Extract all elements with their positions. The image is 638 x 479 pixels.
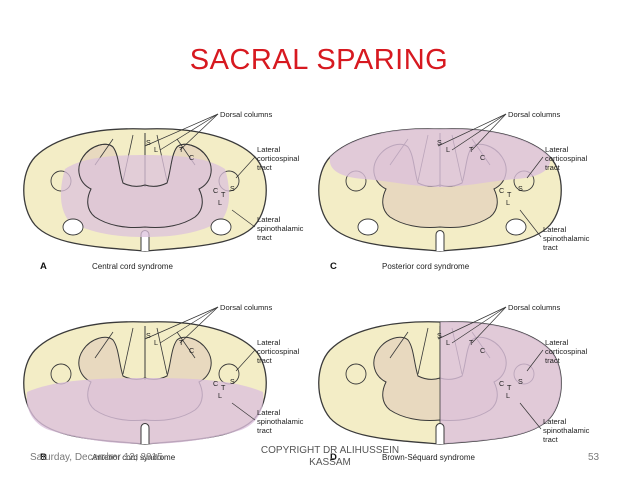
svg-text:L: L bbox=[218, 198, 222, 207]
svg-text:T: T bbox=[469, 338, 474, 347]
panel-c-labels: Dorsal columns S L T C Lateral corticosp… bbox=[330, 110, 590, 272]
svg-text:tract: tract bbox=[545, 163, 561, 172]
svg-text:spinothalamic: spinothalamic bbox=[543, 426, 590, 435]
svg-text:L: L bbox=[446, 145, 450, 154]
svg-text:L: L bbox=[506, 391, 510, 400]
svg-text:corticospinal: corticospinal bbox=[545, 347, 588, 356]
panel-d bbox=[318, 321, 562, 445]
svg-text:spinothalamic: spinothalamic bbox=[543, 234, 590, 243]
svg-text:T: T bbox=[507, 190, 512, 199]
svg-text:C: C bbox=[480, 346, 485, 355]
svg-text:tract: tract bbox=[545, 356, 561, 365]
svg-text:C: C bbox=[480, 153, 485, 162]
svg-text:Lateral: Lateral bbox=[257, 145, 281, 154]
svg-text:T: T bbox=[179, 338, 184, 347]
panel-a-labels: Dorsal columns S L T C Lateral corticosp… bbox=[40, 110, 304, 272]
svg-text:S: S bbox=[146, 138, 151, 147]
footer-copyright: COPYRIGHT DR ALIHUSSEIN KASSAM bbox=[260, 445, 400, 468]
svg-text:T: T bbox=[221, 190, 226, 199]
svg-text:corticospinal: corticospinal bbox=[545, 154, 588, 163]
footer-date: Saturday, December 12, 2015 bbox=[30, 452, 163, 463]
svg-text:B: B bbox=[40, 452, 47, 463]
svg-text:S: S bbox=[437, 138, 442, 147]
panel-b-labels: Dorsal columns S L T C Lateral corticosp… bbox=[40, 303, 304, 463]
svg-text:C: C bbox=[189, 153, 194, 162]
svg-text:Lateral: Lateral bbox=[543, 417, 567, 426]
svg-text:L: L bbox=[446, 338, 450, 347]
svg-text:Central cord syndrome: Central cord syndrome bbox=[92, 262, 173, 271]
svg-text:tract: tract bbox=[257, 163, 273, 172]
svg-text:S: S bbox=[518, 377, 523, 386]
svg-text:Anterior cord syndrome: Anterior cord syndrome bbox=[92, 453, 176, 462]
svg-text:S: S bbox=[146, 331, 151, 340]
svg-text:Lateral: Lateral bbox=[545, 145, 569, 154]
page-number: 53 bbox=[588, 452, 600, 463]
svg-text:A: A bbox=[40, 261, 47, 272]
svg-text:S: S bbox=[437, 331, 442, 340]
svg-text:tract: tract bbox=[257, 233, 273, 242]
svg-text:tract: tract bbox=[543, 243, 559, 252]
panel-a bbox=[23, 128, 267, 252]
svg-text:C: C bbox=[213, 379, 218, 388]
svg-text:tract: tract bbox=[257, 356, 273, 365]
svg-text:Brown-Séquard syndrome: Brown-Séquard syndrome bbox=[382, 453, 475, 462]
svg-text:corticospinal: corticospinal bbox=[257, 154, 300, 163]
svg-text:Dorsal columns: Dorsal columns bbox=[220, 110, 273, 119]
svg-text:L: L bbox=[506, 198, 510, 207]
svg-text:Lateral: Lateral bbox=[543, 225, 567, 234]
svg-text:Posterior cord syndrome: Posterior cord syndrome bbox=[382, 262, 470, 271]
panel-b bbox=[23, 321, 267, 445]
svg-text:C: C bbox=[499, 379, 504, 388]
svg-text:corticospinal: corticospinal bbox=[257, 347, 300, 356]
svg-text:Lateral: Lateral bbox=[257, 215, 281, 224]
svg-text:Lateral: Lateral bbox=[545, 338, 569, 347]
svg-text:C: C bbox=[213, 186, 218, 195]
svg-text:Lateral: Lateral bbox=[257, 338, 281, 347]
svg-text:T: T bbox=[507, 383, 512, 392]
svg-text:Dorsal columns: Dorsal columns bbox=[508, 110, 561, 119]
svg-text:C: C bbox=[330, 261, 337, 272]
svg-text:L: L bbox=[154, 145, 158, 154]
panel-c bbox=[318, 128, 562, 252]
svg-text:tract: tract bbox=[257, 426, 273, 435]
svg-text:spinothalamic: spinothalamic bbox=[257, 224, 304, 233]
svg-text:D: D bbox=[330, 452, 337, 463]
slide-title: SACRAL SPARING bbox=[189, 44, 449, 76]
svg-text:S: S bbox=[230, 377, 235, 386]
svg-text:Dorsal columns: Dorsal columns bbox=[220, 303, 273, 312]
svg-text:T: T bbox=[179, 145, 184, 154]
svg-text:S: S bbox=[230, 184, 235, 193]
svg-text:T: T bbox=[469, 145, 474, 154]
svg-text:S: S bbox=[518, 184, 523, 193]
svg-text:L: L bbox=[154, 338, 158, 347]
panel-d-labels: Dorsal columns S L T C Lateral corticosp… bbox=[330, 303, 590, 463]
svg-text:T: T bbox=[221, 383, 226, 392]
svg-text:Lateral: Lateral bbox=[257, 408, 281, 417]
svg-text:Dorsal columns: Dorsal columns bbox=[508, 303, 561, 312]
svg-text:tract: tract bbox=[543, 435, 559, 444]
svg-text:C: C bbox=[189, 346, 194, 355]
svg-text:L: L bbox=[218, 391, 222, 400]
svg-text:spinothalamic: spinothalamic bbox=[257, 417, 304, 426]
svg-text:C: C bbox=[499, 186, 504, 195]
